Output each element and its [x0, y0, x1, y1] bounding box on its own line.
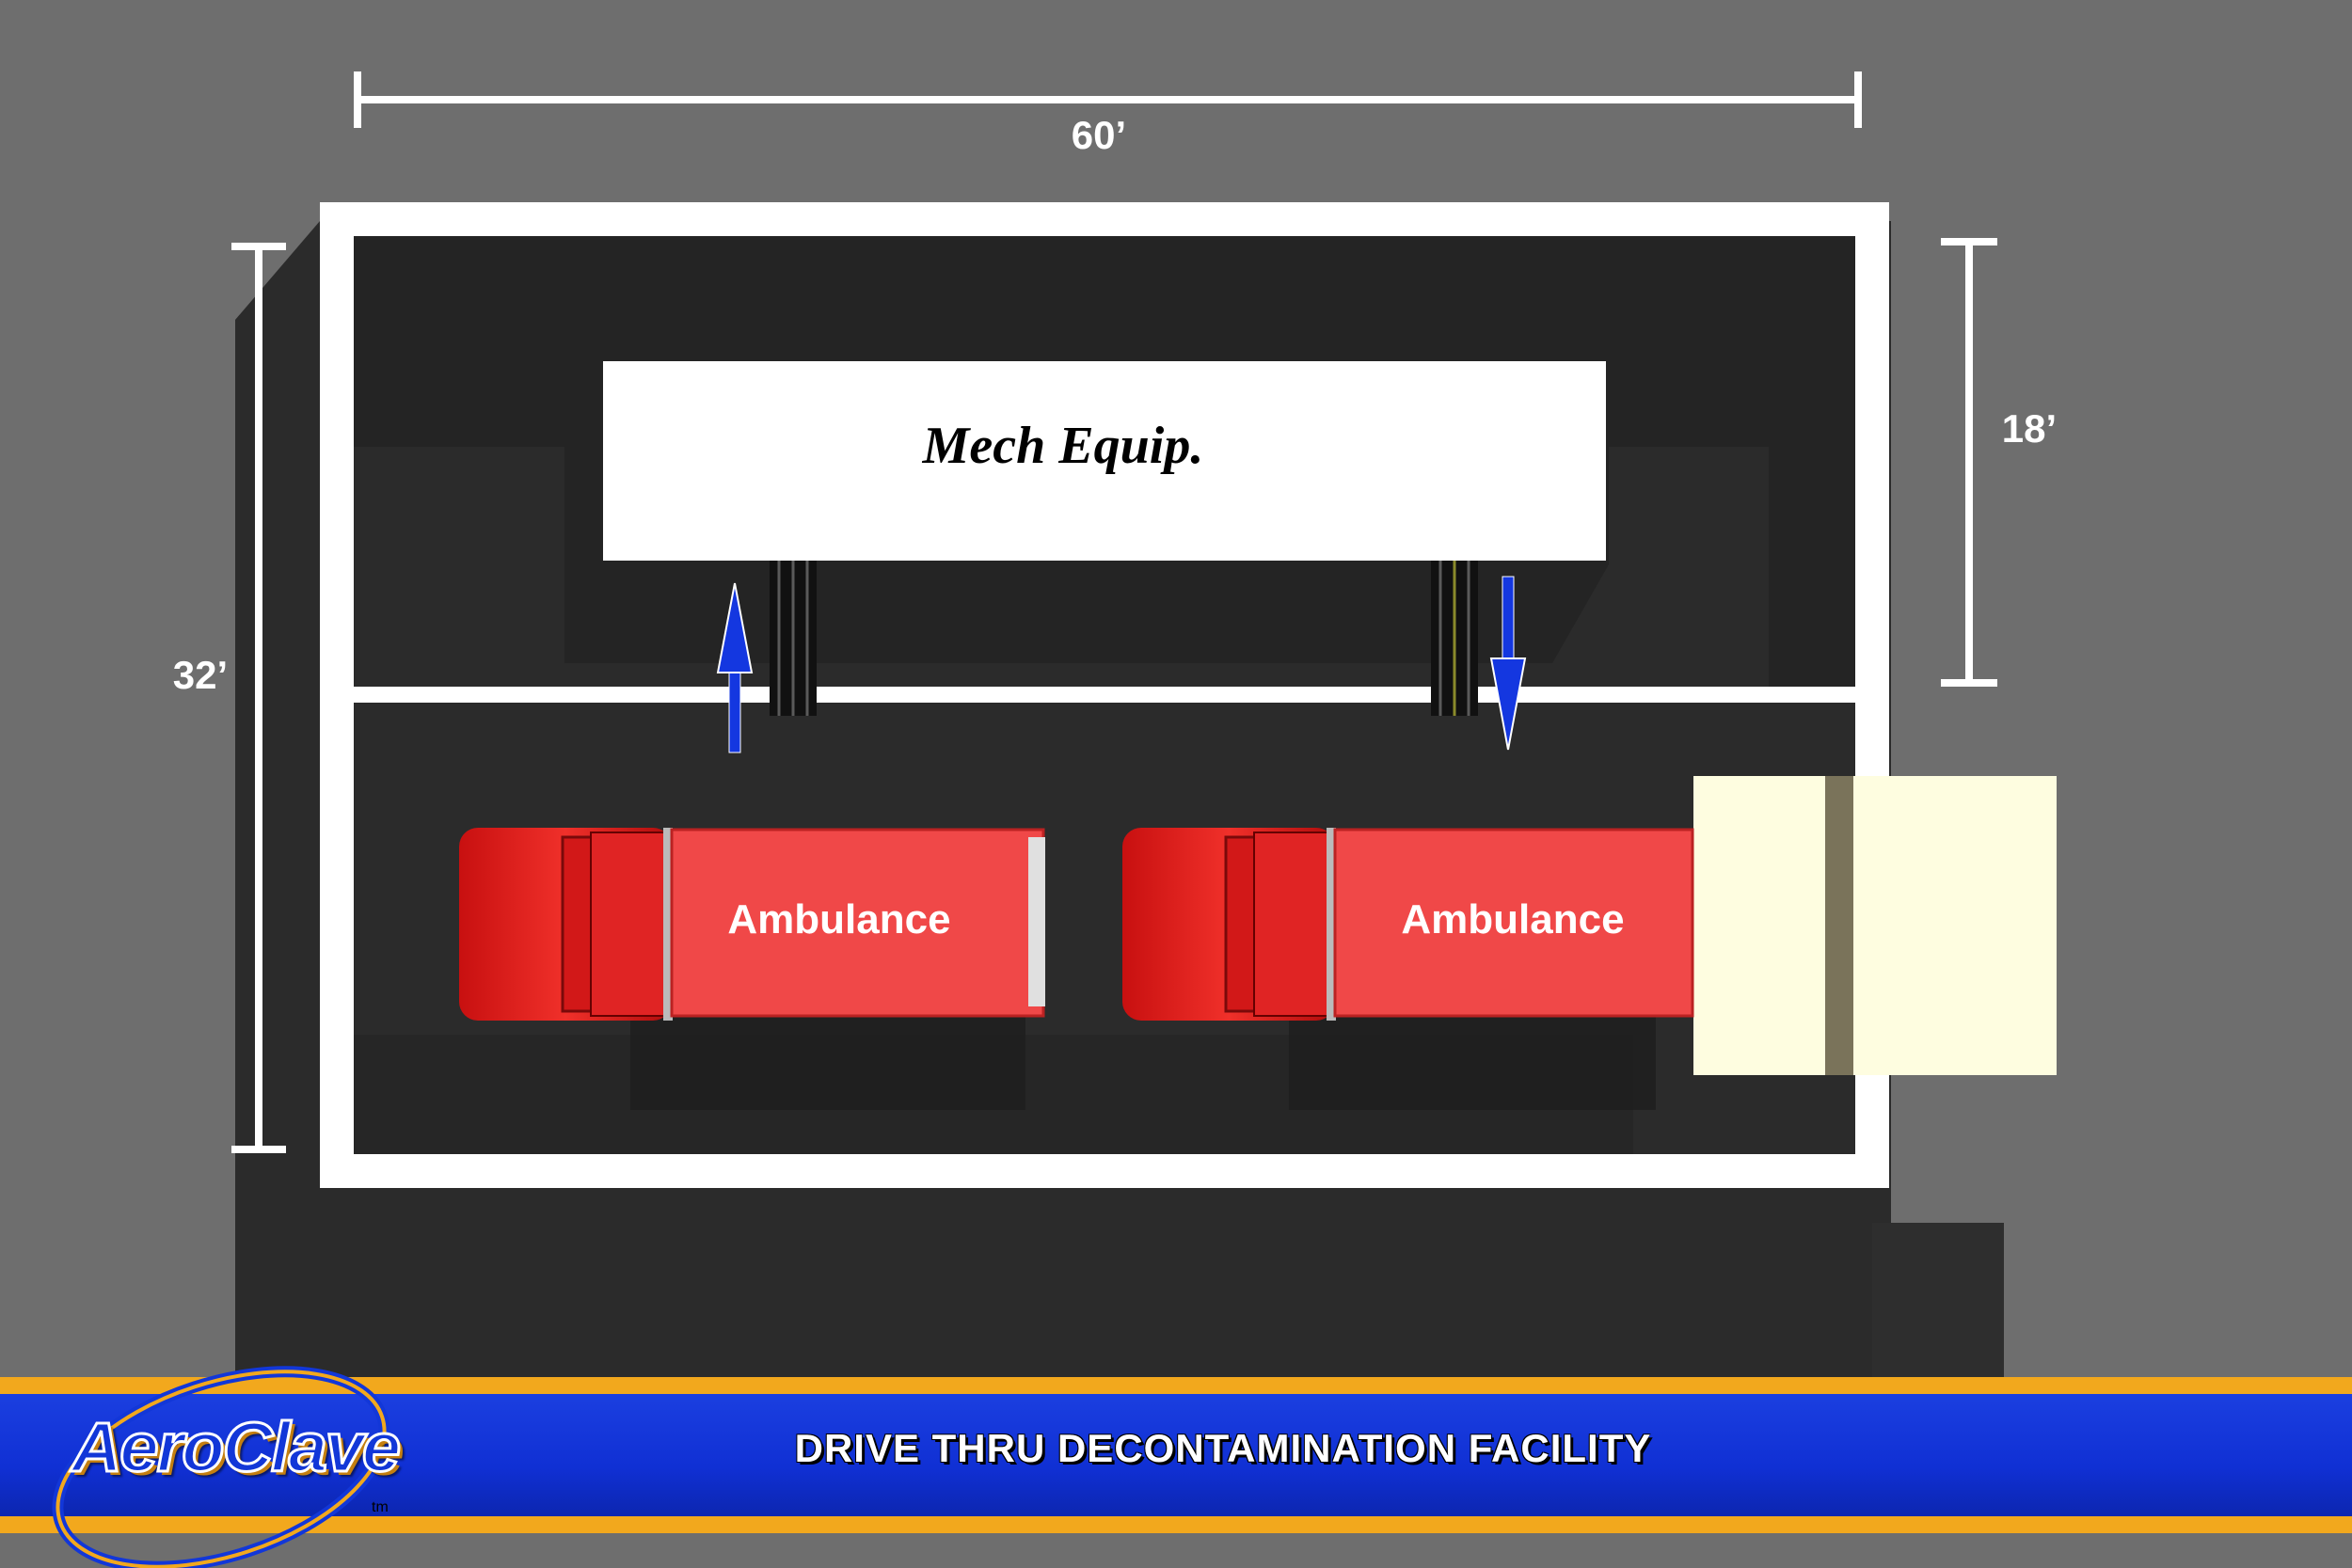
ambulance-2-label: Ambulance [1401, 896, 1624, 942]
track-left [770, 561, 817, 716]
dimension-width: 60’ [354, 71, 1862, 157]
track-right [1431, 561, 1478, 716]
banner-stripe-top [0, 1377, 2352, 1394]
ambulance-1-label: Ambulance [727, 896, 950, 942]
logo-trademark: tm [372, 1499, 389, 1515]
exit-door-edge [1825, 776, 1853, 1075]
exit-door-panel [1693, 776, 2057, 1075]
dimension-bay-label: 18’ [2002, 406, 2057, 451]
banner-title: DRIVE THRU DECONTAMINATION FACILITY [794, 1426, 1652, 1470]
logo-swoosh-icon [52, 1366, 390, 1568]
mech-equipment [603, 361, 1606, 561]
logo-text: AeroClave [70, 1407, 402, 1488]
footer-banner: DRIVE THRU DECONTAMINATION FACILITY Aero… [0, 1366, 2352, 1568]
dimension-height-label: 32’ [173, 653, 228, 697]
dimension-bay: 18’ [1941, 238, 2057, 687]
door-shadow [1872, 1223, 2004, 1377]
ambulance-2-body [1333, 828, 1694, 1018]
dimension-height: 32’ [173, 243, 286, 1153]
banner-band [0, 1394, 2352, 1516]
arrow-down-icon [1489, 576, 1527, 751]
ambulance-1-body [670, 828, 1045, 1018]
banner-ground [0, 1533, 2352, 1568]
ambulance-2: Ambulance [1122, 828, 1694, 1110]
arrow-up-icon [716, 582, 754, 753]
divider-wall [354, 687, 1855, 703]
mech-equipment-label: Mech Equip. [922, 417, 1204, 475]
banner-stripe-bottom [0, 1516, 2352, 1533]
dimension-width-label: 60’ [1072, 113, 1126, 157]
aeroclave-logo: AeroClave tm [19, 1349, 414, 1568]
ambulance-1: Ambulance [459, 828, 1045, 1110]
